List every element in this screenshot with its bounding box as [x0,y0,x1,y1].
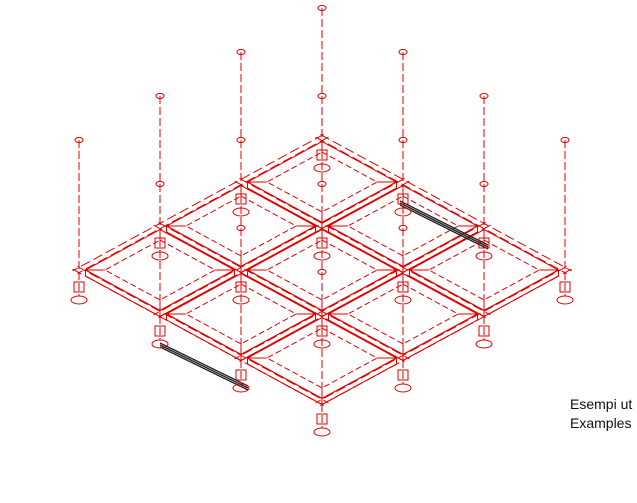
pedestal-foot [475,339,493,349]
rod-cap [317,92,327,100]
pedestal-head [397,369,409,381]
pedestal-head [154,325,166,337]
support-rail [77,266,329,404]
support-rails [72,134,572,406]
support-rail [320,134,572,272]
pedestal-head [397,281,409,293]
floor-panel-inner-dashed [265,239,379,301]
rod-cap [479,92,489,100]
pedestal-head [397,193,409,205]
floor-panel-inner-dashed [103,239,217,301]
floor-panel-edge [246,357,323,406]
rod-cap [317,4,327,12]
pedestal-head [316,149,328,161]
floor-panel-inner-dashed [346,283,460,345]
pedestal-head [235,369,247,381]
pedestal-head [316,413,328,425]
pedestal-head [235,281,247,293]
rod-cap [155,92,165,100]
rod-cap [560,136,570,144]
support-rail [158,222,410,360]
support-rail [315,136,567,274]
steel-beam-line [399,202,489,248]
pedestal-head [478,237,490,249]
pedestal-head [559,281,571,293]
pedestal-head [478,325,490,337]
pedestal-foot [313,427,331,437]
floor-panel-inner-dashed [184,283,298,345]
rod-cap [155,180,165,188]
rod-cap [398,224,408,232]
support-rail [77,136,329,274]
pedestal-foot [394,383,412,393]
support-rail [239,224,491,362]
rod-cap [236,136,246,144]
pedestal-head [316,325,328,337]
floor-panel-inner-dashed [265,151,379,213]
floor-panel-inner-dashed [265,327,379,389]
rod-cap [74,136,84,144]
support-rail [320,268,572,406]
floor-panel-edge [321,357,398,406]
steel-beam-line [159,344,249,389]
pedestal-head [154,237,166,249]
steel-beam-line [399,204,489,250]
support-rail [239,178,491,316]
pedestal-head [73,281,85,293]
rod-cap [317,268,327,276]
floor-panel-inner-dashed [427,239,541,301]
caption-english: Examples [570,415,632,431]
steel-beam-line [399,200,489,246]
support-rail [153,178,405,316]
support-rail [72,134,324,272]
pedestal-foot [70,295,88,305]
rod-cap [479,180,489,188]
pedestal-head [235,193,247,205]
rod-cap [236,224,246,232]
steel-beams [159,200,489,391]
pedestal-foot [556,295,574,305]
rod-cap [398,48,408,56]
hanger-rods [70,4,574,437]
support-rail [153,224,405,362]
support-rail [72,268,324,406]
rod-cap [398,136,408,144]
support-rail [158,180,410,318]
rod-cap [317,180,327,188]
steel-beam-line [159,346,249,391]
steel-beam-line [159,342,249,387]
support-rail [234,222,486,360]
support-rail [315,266,567,404]
support-rail [234,180,486,318]
pedestal-head [316,237,328,249]
pedestal-foot [151,339,169,349]
floor-panel-inner-dashed [184,195,298,257]
caption-italian: Esempi ut [570,396,633,412]
rod-cap [236,48,246,56]
pedestal-foot [232,383,250,393]
floor-panel-inner-dashed [346,195,460,257]
